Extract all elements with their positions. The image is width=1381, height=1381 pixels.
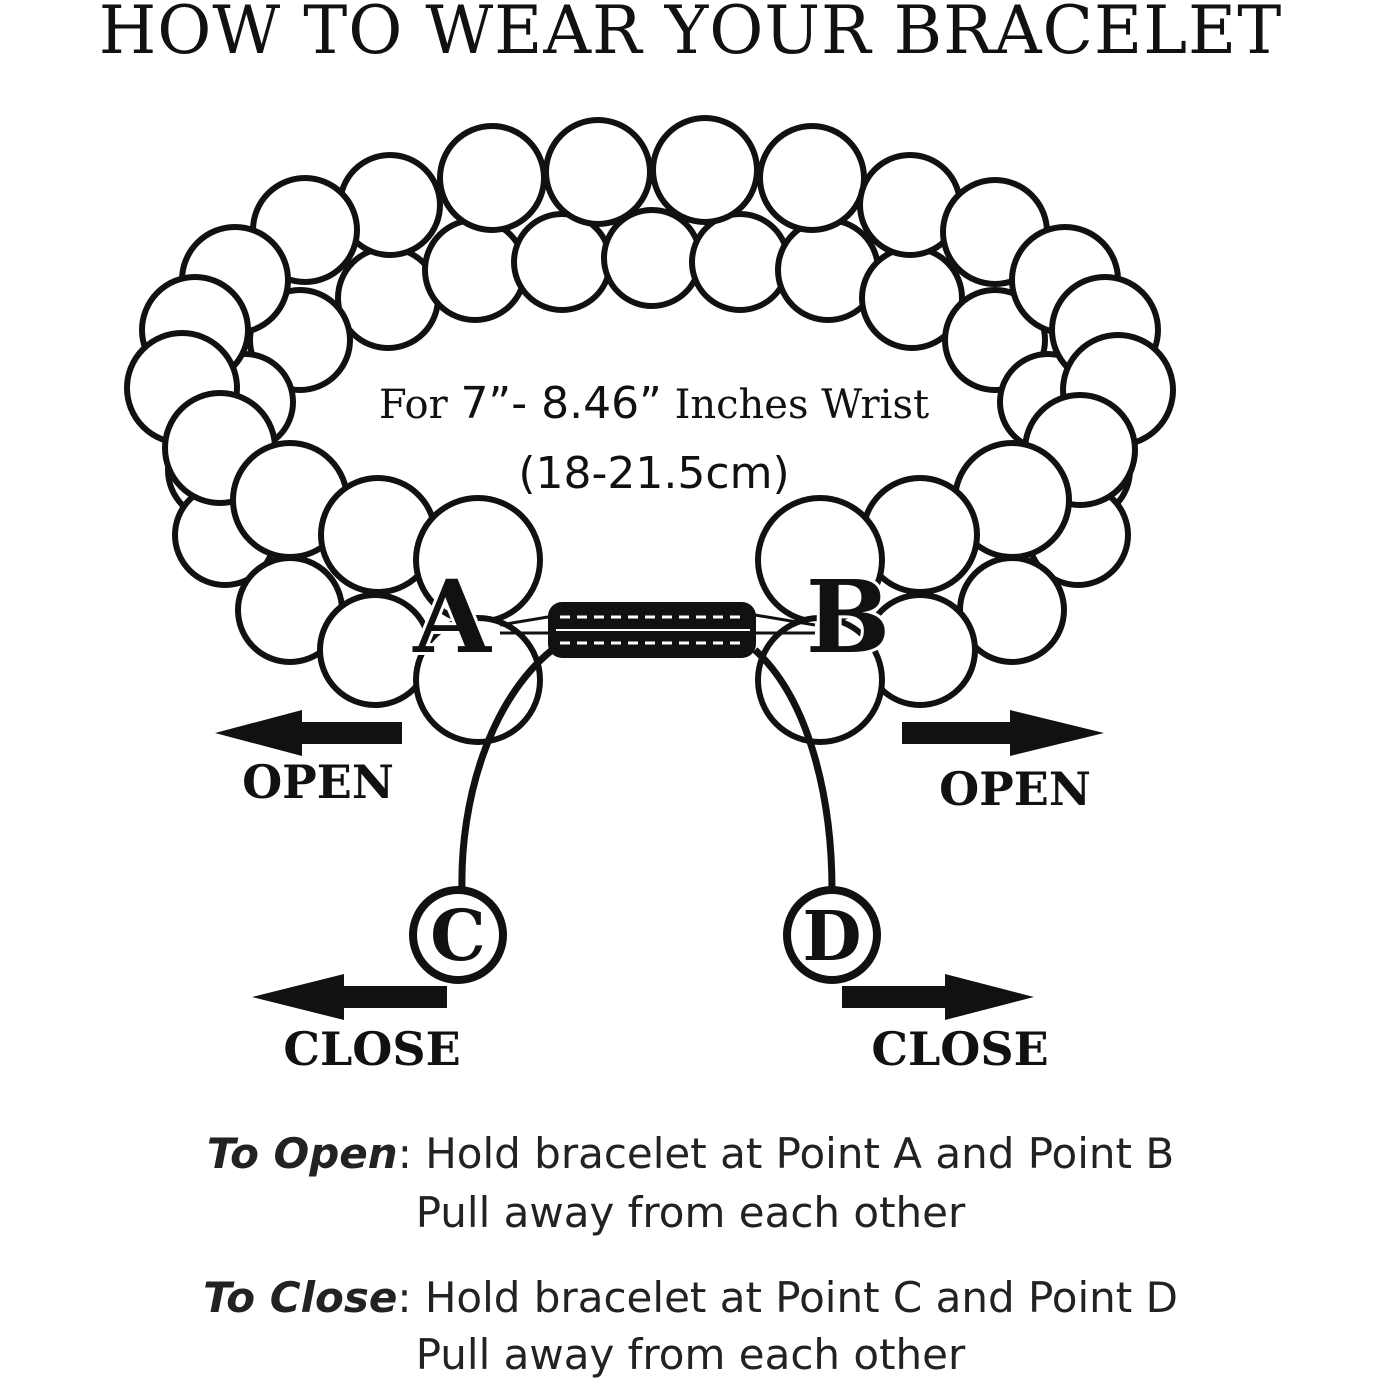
open-instruction-label: To Open	[206, 1129, 398, 1178]
point-c-label: C	[430, 894, 486, 977]
inner-bead	[689, 211, 791, 313]
inner-bead	[511, 211, 613, 313]
wrist-size-suffix: Inches Wrist	[662, 382, 929, 428]
point-c-marker: C	[409, 886, 507, 984]
cord-tail-right	[752, 647, 836, 891]
open-left-label: OPEN	[242, 755, 394, 809]
point-b-label: B	[806, 558, 891, 676]
wrist-size-prefix: For	[379, 382, 460, 428]
open-right-arrow	[902, 710, 1104, 756]
open-instruction-line1: To Open: Hold bracelet at Point A and Po…	[0, 1128, 1381, 1180]
open-instruction-line2: Pull away from each other	[415, 1188, 966, 1237]
outer-bead	[755, 615, 885, 745]
inner-bead	[601, 207, 703, 309]
cord-tail-left	[458, 647, 555, 891]
close-left-label: CLOSE	[283, 1022, 460, 1076]
point-d-label: D	[803, 897, 862, 977]
outer-bead	[757, 123, 867, 233]
open-left-arrow	[215, 710, 402, 756]
sliding-knot	[499, 602, 816, 658]
point-d-marker: D	[783, 886, 881, 984]
outer-bead	[437, 123, 547, 233]
wrist-size-line: For 7”- 8.46” Inches Wrist	[379, 378, 929, 429]
close-right-arrow	[842, 974, 1034, 1020]
close-instruction-line2: Pull away from each other	[415, 1330, 966, 1379]
inner-bead	[422, 217, 528, 323]
wrist-size-value: 7”- 8.46”	[460, 378, 661, 429]
close-right-label: CLOSE	[871, 1022, 1048, 1076]
outer-bead	[543, 117, 653, 227]
close-instruction-label: To Close	[203, 1273, 398, 1322]
outer-bead	[413, 615, 543, 745]
close-instruction-line1: To Close: Hold bracelet at Point C and P…	[0, 1272, 1381, 1324]
page-title: HOW TO WEAR YOUR BRACELET	[98, 0, 1283, 69]
open-right-label: OPEN	[939, 762, 1091, 816]
bead-strand	[124, 115, 1176, 745]
point-a-label: A	[412, 558, 492, 676]
wrist-size-metric: (18-21.5cm)	[518, 448, 789, 499]
open-instruction-text: : Hold bracelet at Point A and Point B	[397, 1129, 1175, 1178]
outer-bead	[650, 115, 760, 225]
close-left-arrow	[252, 974, 447, 1020]
close-instruction-text: : Hold bracelet at Point C and Point D	[397, 1273, 1178, 1322]
